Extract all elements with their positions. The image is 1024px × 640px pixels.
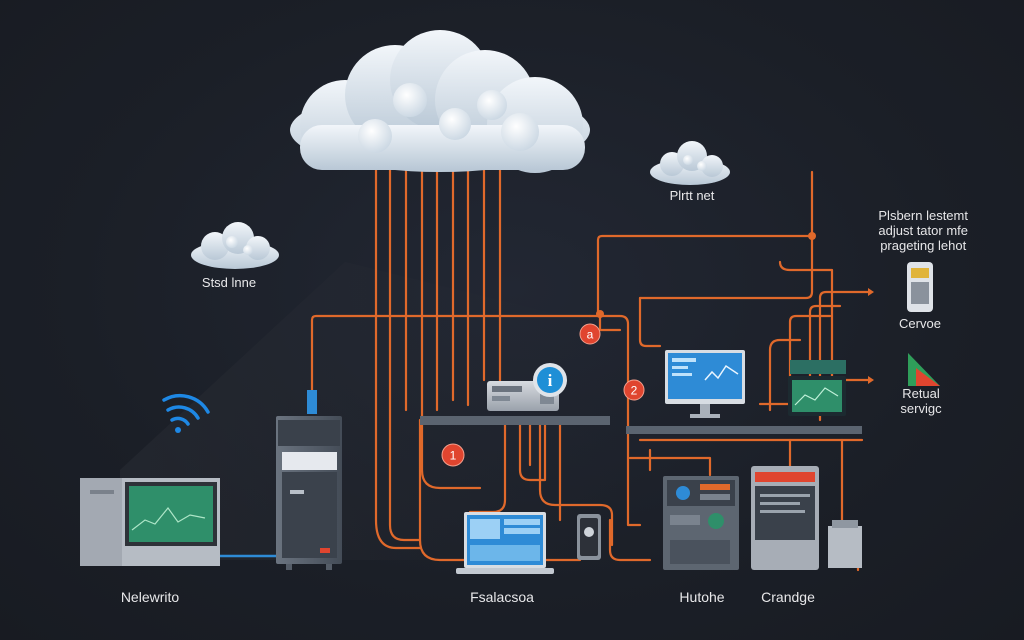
server-rack-icon <box>276 390 342 570</box>
cloud-left-label: Stsd lnne <box>201 275 257 290</box>
hutohe-device <box>663 476 739 570</box>
bottom-label-center: Fsalacsoa <box>470 589 534 605</box>
note-line: prageting lehot <box>880 238 967 253</box>
bottom-label-left: Nelewrito <box>120 589 180 605</box>
svg-text:i: i <box>548 371 553 390</box>
info-icon: i <box>533 363 567 397</box>
arrow-heads <box>868 288 874 384</box>
shelf-right <box>626 426 862 434</box>
monitor-icon <box>665 350 745 418</box>
cloud-right-label: Plrtt net <box>669 188 715 203</box>
badge-a: a <box>579 323 601 345</box>
svg-text:2: 2 <box>631 384 638 398</box>
junction-dots <box>596 232 816 318</box>
cloud-icon <box>290 30 590 173</box>
svg-text:1: 1 <box>450 449 457 463</box>
shadow-wedge <box>120 262 620 560</box>
retual-line: Retual <box>902 386 940 401</box>
laptop-icon <box>456 512 554 574</box>
service-label: Cervoe <box>899 316 941 331</box>
bottom-label-hutohe: Hutohe <box>679 589 725 605</box>
mobile-device-icon <box>577 514 601 560</box>
wifi-icon <box>162 393 210 433</box>
badge-1: 1 <box>441 443 465 467</box>
triangle-service-icon <box>908 353 940 386</box>
dashboard-device <box>788 360 846 416</box>
bottom-label-crandge: Crandge <box>761 589 815 605</box>
note-line: Plsbern lestemt <box>878 208 968 223</box>
svg-text:a: a <box>587 328 594 342</box>
shelf-center <box>420 416 610 425</box>
note-text: Plsbern lestemt adjust tator mfe prageti… <box>878 208 968 253</box>
retual-service-label: Retual servigc <box>893 386 949 416</box>
mobile-device-icon <box>907 262 933 312</box>
crandge-device <box>751 466 862 570</box>
cloud-icon <box>191 222 279 269</box>
workstation-left <box>80 478 278 566</box>
cloud-icon <box>650 141 730 185</box>
badge-2: 2 <box>623 379 645 401</box>
retual-line: servigc <box>900 401 942 416</box>
note-line: adjust tator mfe <box>878 223 968 238</box>
